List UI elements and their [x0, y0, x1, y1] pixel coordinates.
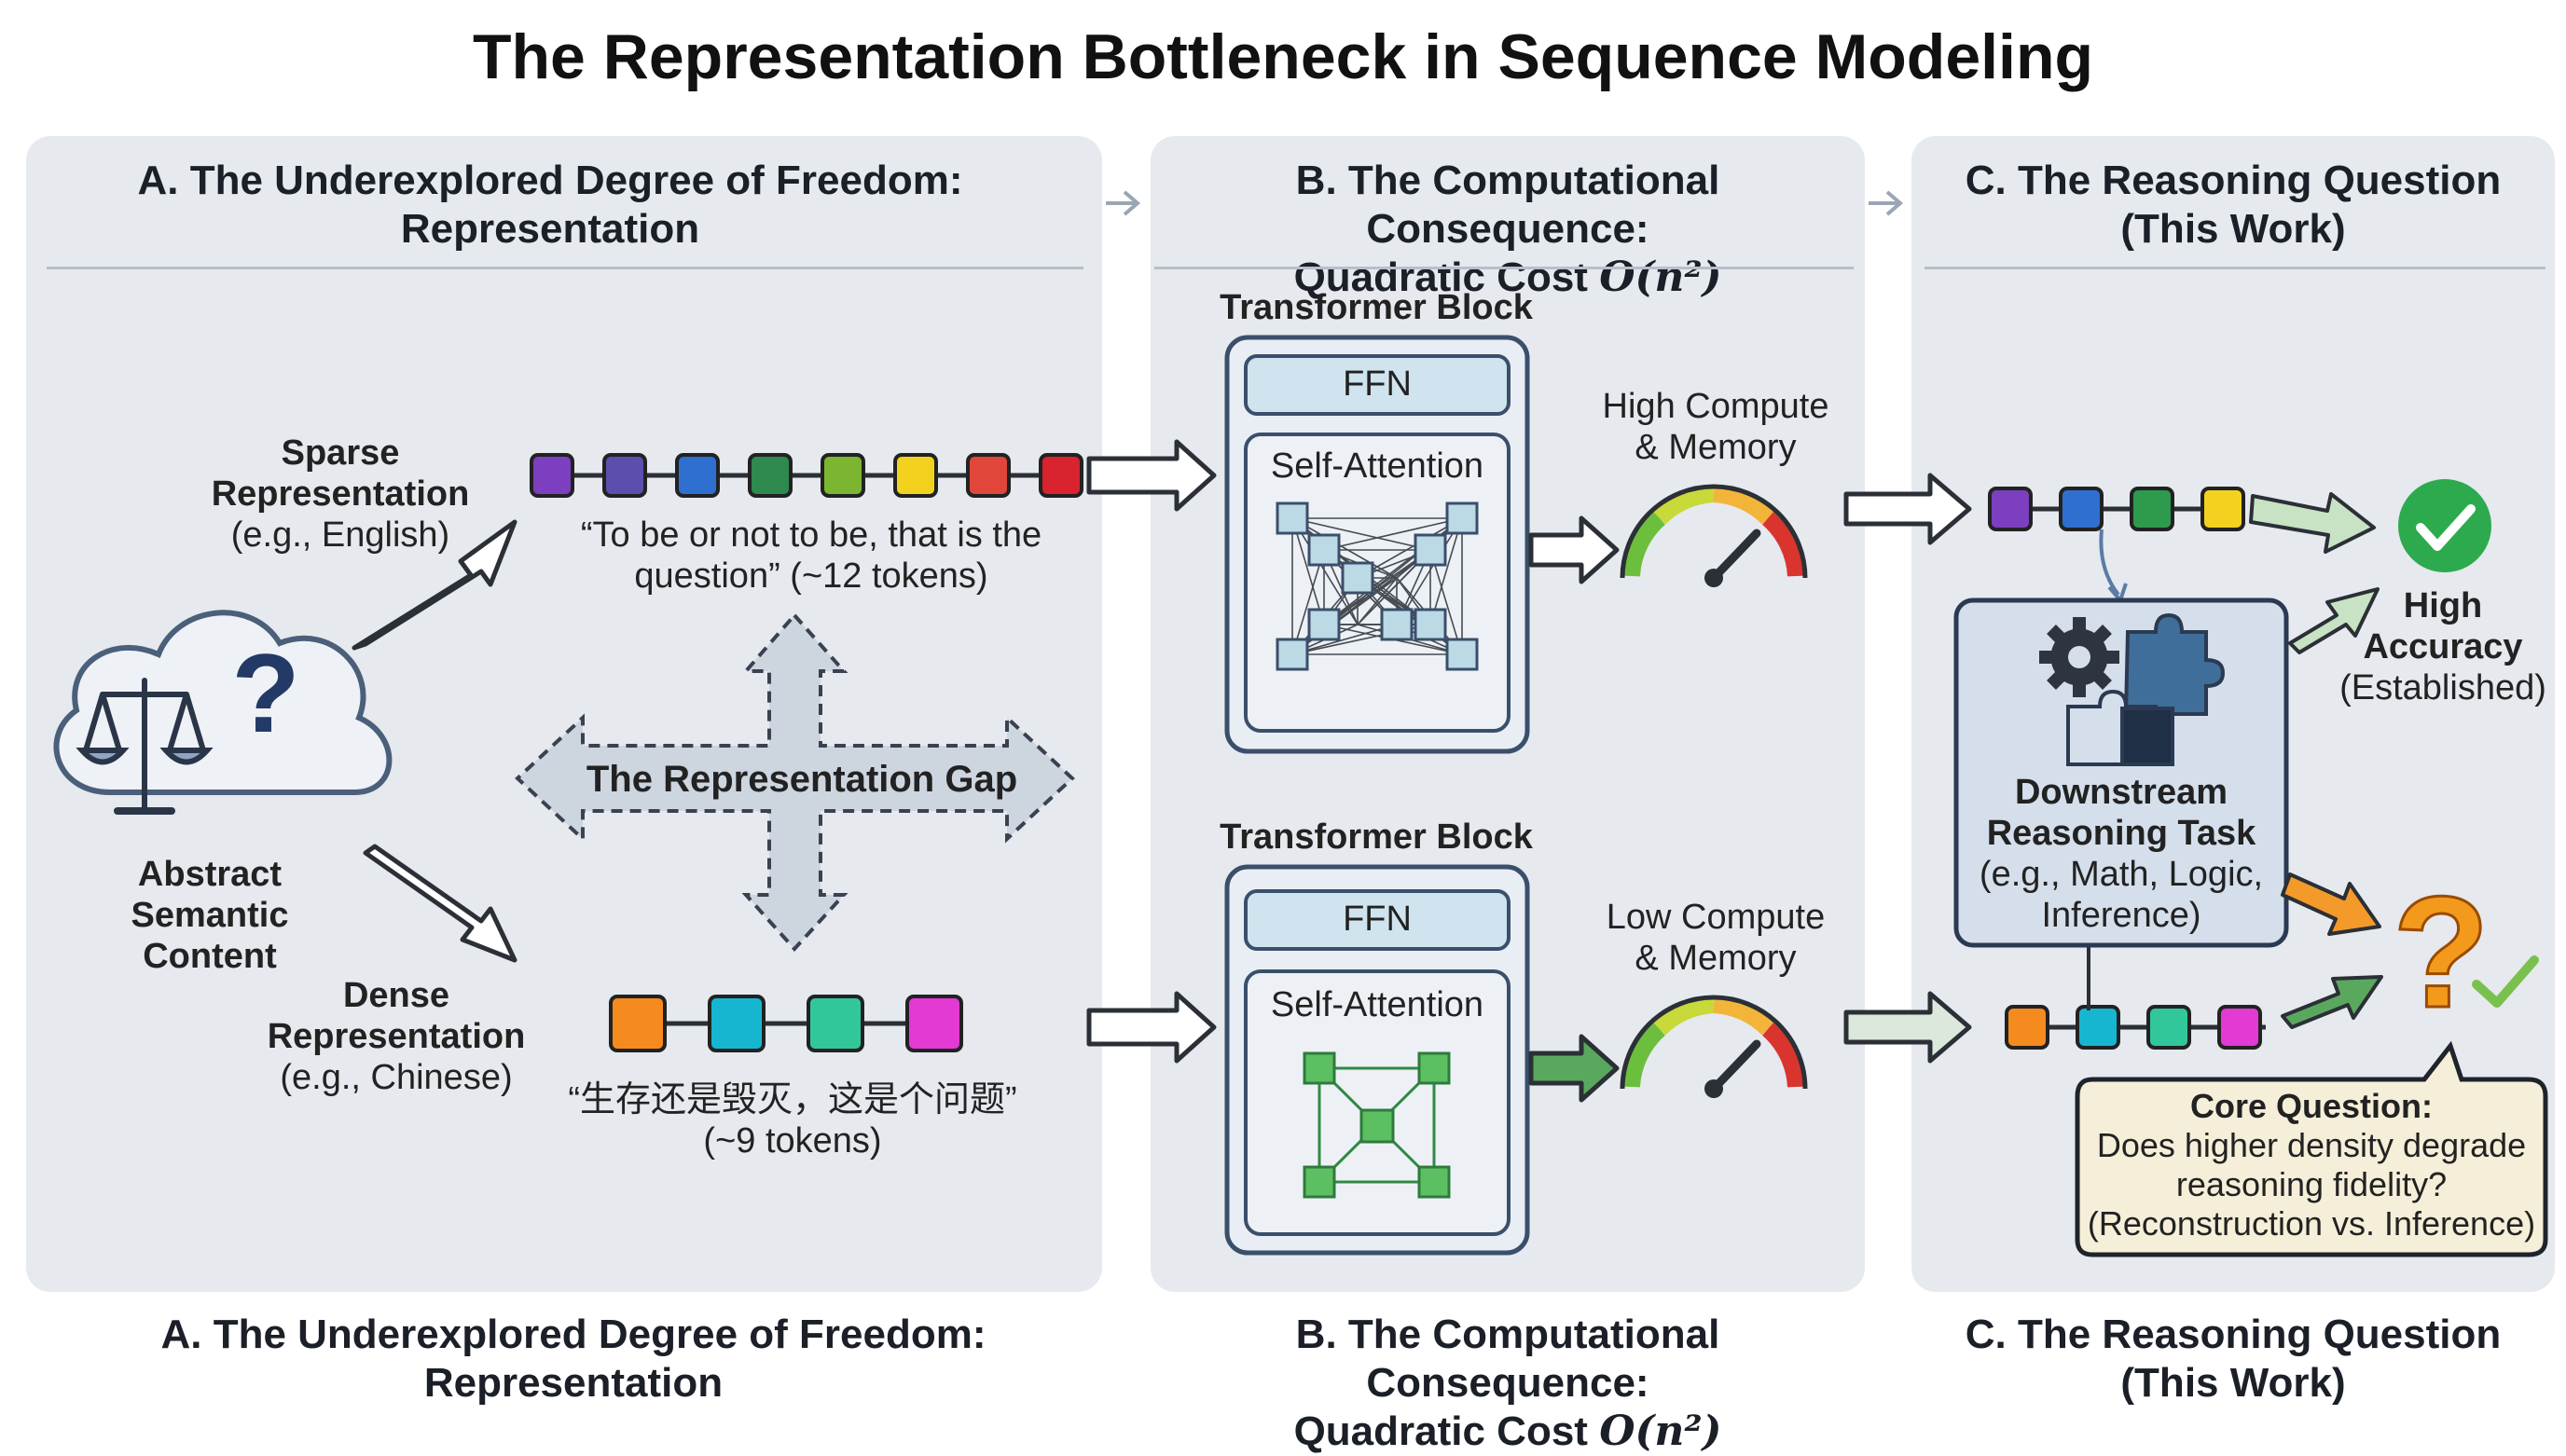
attention-node [1276, 501, 1309, 535]
token-to-task-connector [2099, 529, 2120, 597]
token-square [821, 453, 865, 498]
arrow-to-reasoning-bottom [1843, 991, 1972, 1064]
token-square [2130, 487, 2174, 531]
token-square [602, 453, 647, 498]
panel-connector-arrow [1106, 190, 1904, 216]
representation-gap-arrows [515, 611, 1075, 952]
transformer-block-title-bottom: Transformer Block [1220, 817, 1533, 857]
low-compute-label: Low Compute& Memory [1606, 898, 1826, 978]
attention-node [1307, 533, 1341, 567]
downstream-task-label: Downstream Reasoning Task (e.g., Math, L… [1979, 773, 2264, 935]
arrow-to-dense [363, 844, 517, 963]
token-square [807, 995, 864, 1052]
attention-node [1341, 561, 1374, 595]
arrow-sparse-to-block [1086, 439, 1217, 512]
token-square [2059, 487, 2104, 531]
panel-c-divider [1924, 267, 2545, 269]
token-square [530, 453, 574, 498]
sparse-token-chain [530, 453, 1083, 498]
transformer-block-bottom [1224, 864, 1530, 1256]
scales-icon [76, 678, 214, 815]
arrow-block-to-gauge-top [1528, 515, 1620, 584]
gauge-low-icon [1620, 995, 1808, 1098]
question-mark-orange-icon: ? [2393, 864, 2490, 1041]
high-compute-label: High Compute& Memory [1602, 387, 1829, 467]
dense-example-text: “生存还是毁灭，这是个问题”(~9 tokens) [568, 1080, 1017, 1161]
panel-b-divider [1154, 267, 1854, 269]
puzzle-icon [2066, 612, 2226, 766]
attention-node [1380, 608, 1414, 641]
panel-a-divider [47, 267, 1083, 269]
dense-representation-label: Dense Representation (e.g., Chinese) [267, 976, 526, 1097]
dense-token-chain [609, 995, 963, 1052]
core-question-callout [2075, 1040, 2548, 1257]
token-square [2146, 1005, 2191, 1050]
sparse-representation-label: Sparse Representation (e.g., English) [211, 433, 470, 555]
token-square [675, 453, 720, 498]
attention-node [1307, 608, 1341, 641]
attention-node [1445, 638, 1479, 671]
attention-node [1276, 638, 1309, 671]
attention-node [1414, 533, 1447, 567]
reasoning-token-chain-top [1988, 487, 2245, 531]
gauge-high-icon [1620, 484, 1808, 587]
arrow-to-check-task [2288, 587, 2380, 654]
caption-c: C. The Reasoning Question(This Work) [1965, 1312, 2502, 1406]
caption-b: B. The Computational Consequence: Quadra… [1293, 1312, 1722, 1455]
self-attention-label-top: Self-Attention [1270, 446, 1484, 486]
panel-c-heading: C. The Reasoning Question(This Work) [1965, 158, 2502, 252]
arrow-to-sparse [352, 519, 517, 651]
attention-node [1445, 501, 1479, 535]
transformer-block-top [1224, 335, 1530, 754]
arrow-task-to-question [2281, 872, 2381, 936]
high-accuracy-label: High Accuracy (Established) [2339, 586, 2546, 707]
token-square [748, 453, 793, 498]
token-square [609, 995, 667, 1052]
arrow-dense-to-block [1086, 991, 1217, 1064]
token-square [966, 453, 1011, 498]
panel-b-heading: B. The Computational Consequence: Quadra… [1293, 158, 1722, 301]
token-square [2200, 487, 2245, 531]
transformer-block-title-top: Transformer Block [1220, 288, 1533, 327]
gear-icon [2039, 617, 2119, 697]
token-square [708, 995, 766, 1052]
self-attention-label-bottom: Self-Attention [1270, 985, 1484, 1024]
caption-a: A. The Underexplored Degree of Freedom:R… [160, 1312, 986, 1406]
arrow-to-check-top [2249, 492, 2376, 554]
core-question-text: Core Question: Does higher density degra… [2087, 1087, 2536, 1243]
token-square [2217, 1005, 2262, 1050]
arrow-block-to-gauge-bottom [1528, 1034, 1620, 1103]
panel-a-heading: A. The Underexplored Degree of Freedom:R… [137, 158, 963, 252]
small-check-icon [2472, 955, 2539, 1008]
abstract-cloud-icon [53, 610, 393, 795]
arrow-tokens-to-question [2281, 975, 2383, 1029]
arrow-to-reasoning-top [1843, 473, 1972, 545]
check-circle-icon [2398, 479, 2491, 572]
question-mark-icon: ? [231, 631, 299, 756]
page-title: The Representation Bottleneck in Sequenc… [472, 21, 2094, 92]
reasoning-token-chain-bottom [2005, 1005, 2266, 1050]
token-square [1988, 487, 2033, 531]
representation-gap-label: The Representation Gap [586, 759, 1018, 800]
token-square [893, 453, 938, 498]
ffn-label-top: FFN [1343, 364, 1412, 404]
token-square [1039, 453, 1083, 498]
ffn-label-bottom: FFN [1343, 900, 1412, 939]
token-square [2076, 1005, 2120, 1050]
attention-node [1414, 608, 1447, 641]
token-square [905, 995, 963, 1052]
token-square [2005, 1005, 2049, 1050]
